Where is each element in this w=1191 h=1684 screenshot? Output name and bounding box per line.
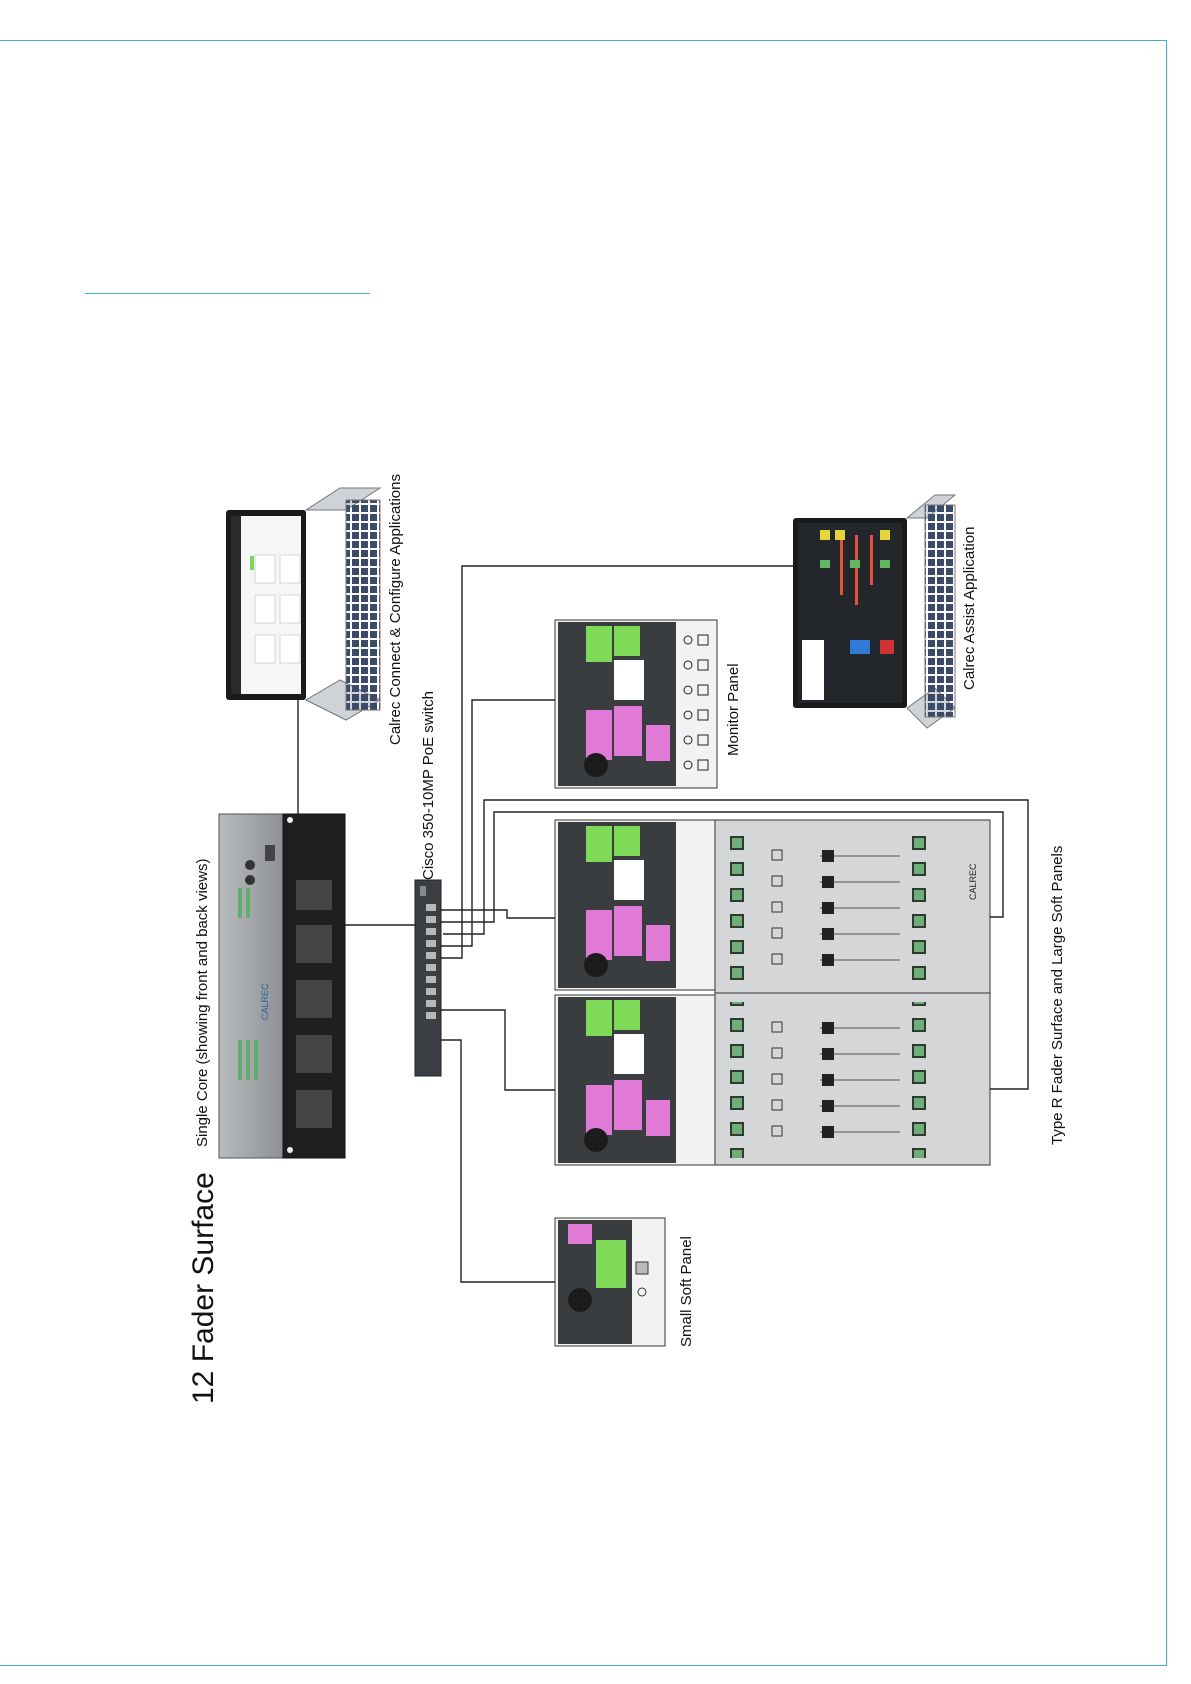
cisco-switch: [415, 880, 441, 1076]
single-core-unit: CALREC: [219, 814, 345, 1158]
page-title: 12 Fader Surface: [187, 1172, 220, 1404]
small-soft-panel: [555, 1218, 665, 1346]
monitor-panel-label: Monitor Panel: [725, 663, 742, 756]
fader-brand-logo: CALREC: [968, 863, 978, 900]
laptop-connect-configure: [226, 488, 380, 720]
switch-label: Cisco 350-10MP PoE switch: [420, 691, 437, 880]
type-r-fader-surface: CALREC: [555, 820, 990, 1165]
laptop-connect-label: Calrec Connect & Configure Applications: [387, 474, 404, 745]
laptop-assist-label: Calrec Assist Application: [961, 527, 978, 690]
monitor-panel: [555, 620, 717, 788]
fader-surface-label: Type R Fader Surface and Large Soft Pane…: [1049, 846, 1066, 1145]
small-soft-panel-label: Small Soft Panel: [678, 1236, 695, 1347]
core-label: Single Core (showing front and back view…: [194, 859, 211, 1147]
laptop-assist: [793, 495, 955, 728]
core-brand-logo: CALREC: [260, 983, 270, 1020]
